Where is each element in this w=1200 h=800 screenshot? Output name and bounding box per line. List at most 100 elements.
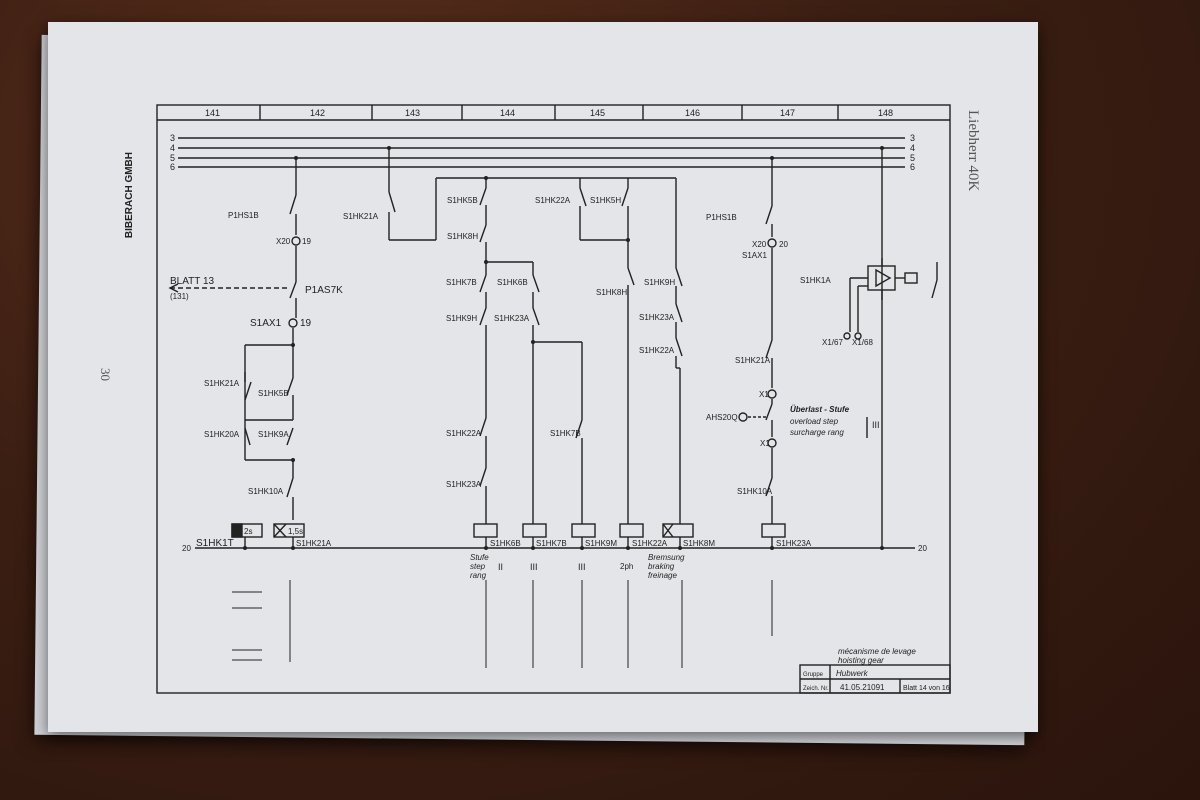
label-s1hk20a: S1HK20A <box>204 430 240 439</box>
label-rung-20-right: 20 <box>918 544 927 553</box>
label-s1hk9h-b: S1HK9H <box>644 278 675 287</box>
coil-s1hk22a <box>619 523 644 538</box>
label-s1hk8h: S1HK8H <box>447 232 478 241</box>
bus-num-left-5: 5 <box>170 153 175 163</box>
label-s1hk22a-top: S1HK22A <box>535 196 571 205</box>
header-col-8: 148 <box>878 108 893 118</box>
label-overload-en: overload step <box>790 417 839 426</box>
header-col-1: 141 <box>205 108 220 118</box>
label-s1hk21a-right: S1HK21A <box>735 356 771 365</box>
label-s1ax1-num: 19 <box>300 318 312 329</box>
label-x1-67: X1/67 <box>822 338 843 347</box>
label-freinage: freinage <box>648 571 677 580</box>
coil-s1hk7b <box>522 523 547 538</box>
title-blatt: Blatt 14 von 16 <box>903 685 950 692</box>
label-roman-ii: II <box>498 562 503 572</box>
junction-dots <box>243 146 884 550</box>
header-col-4: 144 <box>500 108 515 118</box>
label-s1ax1-left: S1AX1 <box>250 318 282 329</box>
label-s1hk7b-a: S1HK7B <box>446 278 477 287</box>
label-x20-left: X20 <box>276 237 291 246</box>
label-s1hk21a-left: S1HK21A <box>204 379 240 388</box>
label-x1-68: X1/68 <box>852 338 873 347</box>
label-s1hk9a: S1HK9A <box>258 430 289 439</box>
coil-s1hk6b <box>473 523 498 538</box>
title-desc-en: hoisting gear <box>838 656 884 665</box>
brand-label: Liebherr 40K <box>965 110 981 192</box>
label-s1hk22a-a: S1HK22A <box>446 429 482 438</box>
component-labels: P1HS1B X20 19 BLATT 13 (131) P1AS7K S1AX… <box>170 196 927 580</box>
schematic-sheet <box>48 22 1038 732</box>
label-delay: 2s <box>244 527 252 536</box>
label-s1hk10a-left: S1HK10A <box>248 487 284 496</box>
coil-s1hk23a <box>761 523 786 538</box>
label-s1hk23a-a: S1HK23A <box>446 480 482 489</box>
title-desc-fr: mécanisme de levage <box>838 647 916 656</box>
title-zeich-value: 41.05.21091 <box>840 683 885 692</box>
label-blatt: BLATT 13 <box>170 276 215 287</box>
label-x20-right-num: 20 <box>779 240 788 249</box>
bus-num-right-5: 5 <box>910 153 915 163</box>
label-s1hk22a-c: S1HK22A <box>639 346 675 355</box>
bus-num-left-4: 4 <box>170 143 175 153</box>
label-s1hk21a-mid: S1HK21A <box>343 212 379 221</box>
label-a2-s1hk21a: S1HK21A <box>296 539 332 548</box>
label-rung-20-left: 20 <box>182 544 191 553</box>
label-s1hk23a-b: S1HK23A <box>494 314 530 323</box>
bus-num-right-6: 6 <box>910 162 915 172</box>
coil-s1hk9m <box>571 523 596 538</box>
label-x20-left-num: 19 <box>302 237 311 246</box>
label-blatt-ref: (131) <box>170 292 189 301</box>
header-col-5: 145 <box>590 108 605 118</box>
header-col-2: 142 <box>310 108 325 118</box>
label-time15: 1,5s <box>288 527 303 536</box>
coil-label-s1hk23a: S1HK23A <box>776 539 812 548</box>
label-s1hk23a-c: S1HK23A <box>639 313 675 322</box>
header-col-6: 146 <box>685 108 700 118</box>
label-x1-59: X1 <box>760 439 770 448</box>
label-s1hk10a-right: S1HK10A <box>737 487 773 496</box>
bus-num-left-6: 6 <box>170 162 175 172</box>
title-zeich-label: Zeich. Nr. <box>803 686 829 692</box>
label-s1hk5b-c: S1HK5B <box>447 196 478 205</box>
label-roman-iii-b: III <box>578 562 586 572</box>
header-col-7: 147 <box>780 108 795 118</box>
label-s1hk1t: S1HK1T <box>196 538 234 549</box>
label-s1hk7b-b: S1HK7B <box>550 429 581 438</box>
label-2ph: 2ph <box>620 562 633 571</box>
coil-s1hk8m <box>662 523 694 538</box>
coil-label-s1hk7b: S1HK7B <box>536 539 567 548</box>
coil-label-s1hk9m: S1HK9M <box>585 539 617 548</box>
coil-label-s1hk6b: S1HK6B <box>490 539 521 548</box>
bus-num-right-4: 4 <box>910 143 915 153</box>
bus-numbers: 3 4 5 6 3 4 5 6 <box>170 133 915 172</box>
label-s1hk6b: S1HK6B <box>497 278 528 287</box>
header-columns: 141 142 143 144 145 146 147 148 <box>205 108 893 118</box>
label-s1hk5b-left: S1HK5B <box>258 389 289 398</box>
label-p1as7k: P1AS7K <box>305 285 343 296</box>
label-s1hk9h: S1HK9H <box>446 314 477 323</box>
bus-num-left-3: 3 <box>170 133 175 143</box>
label-stufe: Stufe <box>470 553 489 562</box>
label-ahs20q: AHS20Q <box>706 413 738 422</box>
label-bremsung: Bremsung <box>648 553 685 562</box>
label-step: step <box>470 562 486 571</box>
contact-tables <box>232 580 773 668</box>
label-p1hs1b-right: P1HS1B <box>706 213 737 222</box>
title-block-text: mécanisme de levage hoisting gear Gruppe… <box>803 647 950 692</box>
page-number: 30 <box>98 368 113 381</box>
header-col-3: 143 <box>405 108 420 118</box>
label-s1hk5h: S1HK5H <box>590 196 621 205</box>
label-s1ax1-right: S1AX1 <box>742 251 767 260</box>
label-overload-roman: III <box>872 420 880 430</box>
label-roman-iii-a: III <box>530 562 538 572</box>
title-gruppe-value: Hubwerk <box>836 669 869 678</box>
label-braking: braking <box>648 562 675 571</box>
label-p1hs1b-left: P1HS1B <box>228 211 259 220</box>
label-rang: rang <box>470 571 487 580</box>
coil-label-s1hk8m: S1HK8M <box>683 539 715 548</box>
title-gruppe-label: Gruppe <box>803 672 824 678</box>
label-x1-60: X1 <box>759 390 769 399</box>
